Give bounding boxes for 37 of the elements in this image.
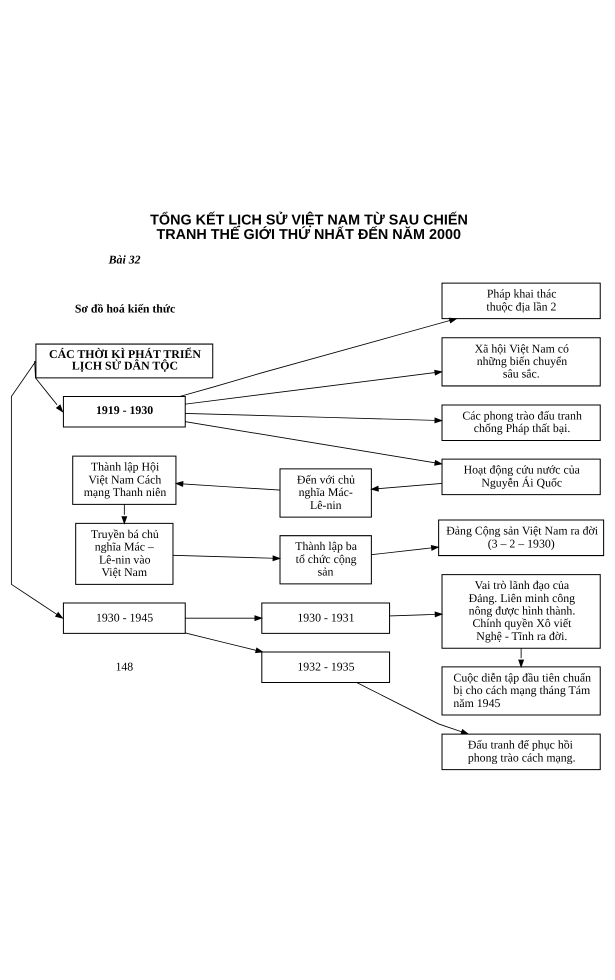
arrow	[184, 615, 263, 622]
arrow	[174, 481, 280, 491]
node-box: Đến với chủ nghĩa Mác-Lê-nin	[280, 468, 372, 518]
arrow	[356, 682, 470, 734]
node-box: 1919 - 1930	[62, 396, 186, 428]
node-box: 1932 - 1935	[261, 652, 390, 683]
node-box: 1930 - 1945	[62, 602, 186, 634]
node-box: Vai trò lãnh đạo của Đảng. Liên minh công nông được hình thành. Chính quyền Xô viết Nghệ - Tĩnh ra đời.	[442, 574, 601, 649]
diagram-title: TỔNG KẾT LỊCH SỬ VIỆT NAM TỪ SAU CHIẾN TRANH THẾ GIỚI THỨ NHẤT ĐẾN NĂM 2000	[150, 212, 468, 243]
node-box: Đấu tranh để phục hồi phong trào cách mạng.	[442, 734, 601, 770]
arrow	[121, 504, 128, 525]
node-box: Truyền bá chủ nghĩa Mác – Lê-nin vào Việt Nam	[75, 522, 174, 585]
arrow	[34, 360, 64, 413]
node-box: Cuộc diễn tập đầu tiên chuẩn bị cho cách mạng tháng Tám năm 1945	[442, 666, 601, 716]
node-box: Pháp khai thác thuộc địa lần 2	[442, 282, 601, 320]
label: Bài 32	[108, 252, 141, 266]
label: Sơ đồ hoá kiến thức	[74, 302, 176, 316]
arrow	[370, 482, 442, 492]
node-box: Hoạt động cứu nước của Nguyễn Ái Quốc	[442, 458, 601, 496]
arrow	[172, 554, 282, 562]
node-box: Thành lập ba tổ chức cộng sản	[280, 535, 372, 584]
arrow	[371, 544, 440, 556]
arrow	[518, 648, 524, 668]
node-box: Đảng Cộng sản Việt Nam ra đời (3 – 2 – 1930)	[438, 520, 604, 556]
arrow	[184, 413, 443, 424]
arrow	[184, 421, 443, 466]
node-box: 1930 - 1931	[261, 602, 390, 634]
node-box: Các phong trào đấu tranh chống Pháp thất bại.	[442, 404, 601, 442]
label: 148	[115, 659, 134, 674]
arrow	[10, 360, 64, 619]
arrow	[389, 611, 444, 618]
node-box: Xã hội Việt Nam có những biến chuyển sâu sắc.	[442, 337, 601, 386]
node-box: Thành lập Hội Việt Nam Cách mạng Thanh niên	[72, 456, 176, 505]
node-box: CÁC THỜI KÌ PHÁT TRIỂN LỊCH SỬ DÂN TỘC	[35, 344, 214, 378]
arrow	[179, 318, 458, 397]
arrow	[184, 370, 443, 405]
arrow	[184, 632, 264, 654]
